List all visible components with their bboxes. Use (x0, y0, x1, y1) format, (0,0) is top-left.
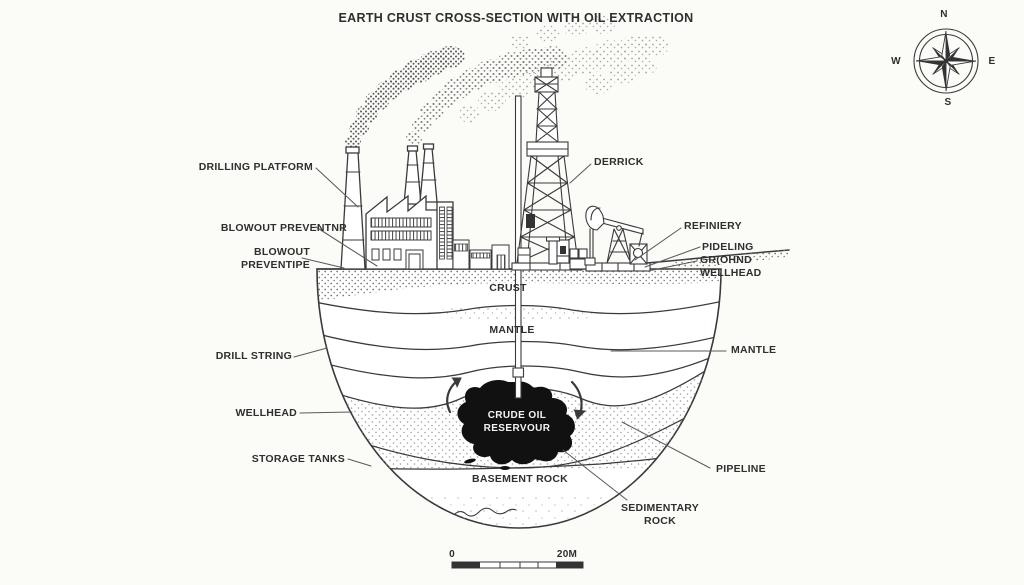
label-blowout-preventer-1: BLOWOUT PREVENTNR (220, 222, 347, 234)
window-small-2 (382, 248, 391, 261)
label-wellhead-right: WELLHEAD (700, 267, 762, 279)
ground-soil-right (672, 249, 789, 269)
label-sedimentary-rock: SEDIMENTARY ROCK (620, 502, 699, 527)
window-band-1 (370, 217, 432, 228)
smoke-plume-medium (406, 46, 568, 145)
horsehead (585, 205, 605, 231)
leader-drill-string (293, 347, 328, 358)
leader-blowout-preventer-2 (301, 257, 345, 269)
compass-west-label: W (891, 56, 901, 67)
scale-bar (451, 561, 584, 569)
leader-drilling-platform (315, 167, 359, 208)
leader-blowout-preventer-1 (315, 226, 378, 267)
factory-building (340, 143, 510, 270)
crude-oil-reservoir-blob (446, 377, 587, 470)
circulation-arrow-left (446, 377, 462, 414)
label-mantle-right: MANTLE (731, 344, 777, 356)
smoke-plume-dark (345, 46, 465, 149)
soil-band (317, 269, 721, 303)
label-wellhead-left: WELLHEAD (235, 407, 297, 419)
label-pideling: PIDELING (702, 241, 754, 253)
pumpjack (584, 205, 651, 272)
compass-rose (913, 28, 979, 94)
label-crust: CRUST (489, 282, 527, 294)
leader-storage-tanks (347, 458, 372, 467)
label-refinery: REFINIERY (684, 220, 742, 232)
compass-north-label: N (940, 9, 948, 20)
leader-sedimentary (562, 449, 628, 501)
scale-end-label: 20M (556, 549, 578, 560)
compass-star (915, 30, 977, 92)
drill-pipe (512, 95, 525, 399)
scale-start-label: 0 (449, 549, 455, 560)
leader-derrick (569, 163, 592, 184)
label-storage-tanks: STORAGE TANKS (251, 453, 345, 465)
leader-pideling (644, 246, 701, 268)
label-pipeline: PIPELINE (716, 463, 766, 475)
label-drilling-platform: DRILLING PLATFORM (198, 161, 313, 173)
label-mantle-center: MANTLE (489, 324, 535, 336)
compass-east-label: E (988, 56, 996, 67)
factory-annex (452, 239, 510, 270)
pipe-collar (512, 367, 525, 378)
leader-wellhead-left (299, 411, 353, 414)
smokestack-2 (403, 149, 422, 205)
label-derrick: DERRICK (594, 156, 644, 168)
leader-ground (647, 260, 698, 272)
smokestack-3 (419, 147, 438, 203)
bottom-scribble (451, 507, 517, 518)
leader-lines (293, 163, 727, 501)
label-ground: GR(OHND (700, 254, 752, 266)
leader-refinery (634, 227, 682, 261)
compass-south-label: S (944, 97, 952, 108)
strata-lines (317, 299, 721, 470)
walking-beam (601, 217, 644, 235)
window-band-2 (370, 230, 432, 241)
label-blowout-preventer-2: BLOWOUT PREVENTIPE (240, 246, 310, 271)
leader-pipeline (621, 421, 711, 469)
circulation-arrow-right (570, 380, 587, 420)
label-drill-string: DRILL STRING (215, 350, 292, 362)
diagram-title: EARTH CRUST CROSS-SECTION WITH OIL EXTRA… (338, 11, 694, 25)
label-basement-rock: BASEMENT ROCK (471, 473, 568, 485)
smokestack-large (340, 151, 366, 270)
label-crude-oil-reservoir: CRUDE OIL RESERVOUR (483, 410, 551, 434)
window-small-3 (393, 248, 402, 261)
wellhead-equipment (545, 236, 588, 270)
window-small-1 (371, 248, 380, 261)
